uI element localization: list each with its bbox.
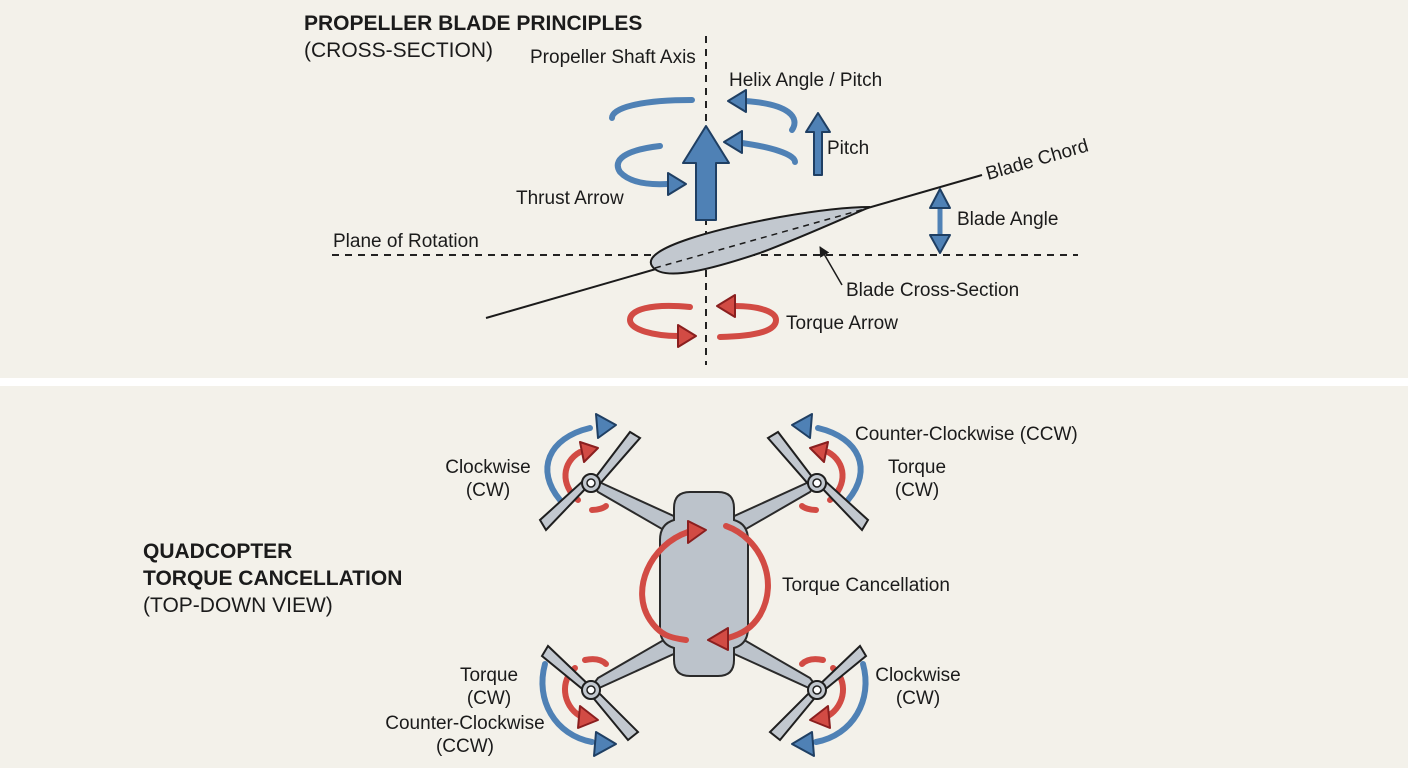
- rotor-tr-red-arc-lower: [799, 503, 819, 513]
- rotor-tr-blue-arrowhead: [791, 413, 813, 439]
- helix-arrowhead-lower-left: [667, 172, 687, 196]
- rotor-bottom-right: [768, 644, 869, 757]
- rotor-tr-hub-center: [812, 478, 822, 488]
- rotor-br-red-arrowhead: [809, 705, 831, 729]
- rotor-tr-red-arrowhead: [809, 441, 829, 463]
- helix-arc-lower-right: [739, 140, 798, 165]
- label-bl-line3: Counter-Clockwise: [385, 713, 544, 734]
- label-bl-line2: (CW): [467, 688, 511, 709]
- label-blade-chord: Blade Chord: [984, 136, 1091, 185]
- label-torque-arrow: Torque Arrow: [786, 313, 898, 334]
- label-helix-angle: Helix Angle / Pitch: [729, 70, 882, 91]
- thrust-arrow: [682, 125, 730, 221]
- rotor-tl-hub-center: [586, 478, 596, 488]
- top-title: PROPELLER BLADE PRINCIPLES: [304, 12, 642, 35]
- rotor-top-right: [766, 413, 870, 532]
- torque-arrowhead-right: [716, 294, 736, 318]
- center-torque-arc-left: [639, 529, 691, 643]
- center-torque-arrowhead-top: [687, 520, 707, 544]
- rotor-br-hub-center: [812, 685, 822, 695]
- label-plane-of-rotation: Plane of Rotation: [333, 231, 479, 252]
- blade-angle-arrowhead-bottom: [929, 234, 951, 254]
- label-br-line2: (CW): [896, 688, 940, 709]
- label-shaft-axis: Propeller Shaft Axis: [530, 47, 696, 68]
- label-center-cancellation: Torque Cancellation: [782, 575, 950, 596]
- rotor-tr-blade-lower: [818, 478, 870, 532]
- label-thrust-arrow: Thrust Arrow: [516, 188, 624, 209]
- quad-body: [659, 491, 749, 677]
- pitch-arrow: [805, 112, 831, 176]
- torque-arc-right: [717, 303, 780, 340]
- bottom-panel: QUADCOPTER TORQUE CANCELLATION (TOP-DOWN…: [143, 413, 1078, 757]
- rotor-tl-blue-arc: [544, 425, 593, 503]
- blade-cross-section-leader: [819, 246, 843, 286]
- torque-arc-left: [626, 302, 693, 339]
- torque-arrowhead-left: [677, 324, 697, 348]
- rotor-bottom-left: [539, 644, 640, 757]
- rotor-bl-hub-center: [586, 685, 596, 695]
- blade-angle-arrowhead-top: [929, 188, 951, 209]
- label-tr-line2: (CW): [895, 480, 939, 501]
- helix-arc-upper-left: [609, 97, 695, 121]
- center-torque-arrowhead-bottom: [707, 627, 729, 651]
- label-tl-line2: (CW): [466, 480, 510, 501]
- top-subtitle: (CROSS-SECTION): [304, 39, 493, 62]
- helix-arrowhead-lower-right: [723, 130, 743, 154]
- rotor-tl-red-arc-lower: [589, 503, 609, 513]
- label-br-line1: Clockwise: [875, 665, 961, 686]
- label-tl-line1: Clockwise: [445, 457, 531, 478]
- helix-arrowhead-upper: [727, 89, 747, 113]
- label-tr-top: Counter-Clockwise (CCW): [855, 424, 1078, 445]
- rotor-br-red-arc-upper: [799, 656, 826, 667]
- label-pitch: Pitch: [827, 138, 869, 159]
- label-bl-line4: (CCW): [436, 736, 494, 757]
- rotor-tr-blue-arc: [815, 425, 864, 503]
- helix-arc-lower-left: [614, 143, 671, 188]
- rotor-bl-red-arc-upper: [582, 656, 609, 667]
- bottom-title-line3: (TOP-DOWN VIEW): [143, 594, 333, 617]
- label-blade-angle: Blade Angle: [957, 209, 1058, 230]
- rotor-tl-blade-lower: [538, 478, 590, 532]
- label-bl-line1: Torque: [460, 665, 518, 686]
- label-blade-cross-section: Blade Cross-Section: [846, 280, 1019, 301]
- helix-arc-upper-right: [742, 98, 798, 133]
- blade-mean-line: [654, 207, 869, 269]
- rotor-bl-blue-arc: [539, 661, 595, 745]
- bottom-title-line2: TORQUE CANCELLATION: [143, 567, 402, 590]
- rotor-br-blue-arc: [813, 661, 869, 745]
- center-torque-arc-right: [723, 523, 771, 641]
- rotor-bl-blue-arrowhead: [593, 731, 617, 757]
- rotor-top-left: [538, 413, 642, 532]
- panel-divider: [0, 378, 1408, 386]
- rotor-tl-blue-arrowhead: [595, 413, 617, 439]
- rotor-bl-red-arrowhead: [577, 705, 599, 729]
- top-panel: PROPELLER BLADE PRINCIPLES (CROSS-SECTIO…: [304, 12, 1091, 365]
- rotor-br-blue-arrowhead: [791, 731, 815, 757]
- label-tr-line1: Torque: [888, 457, 946, 478]
- bottom-title-line1: QUADCOPTER: [143, 540, 292, 563]
- rotor-tl-red-arrowhead: [579, 441, 599, 463]
